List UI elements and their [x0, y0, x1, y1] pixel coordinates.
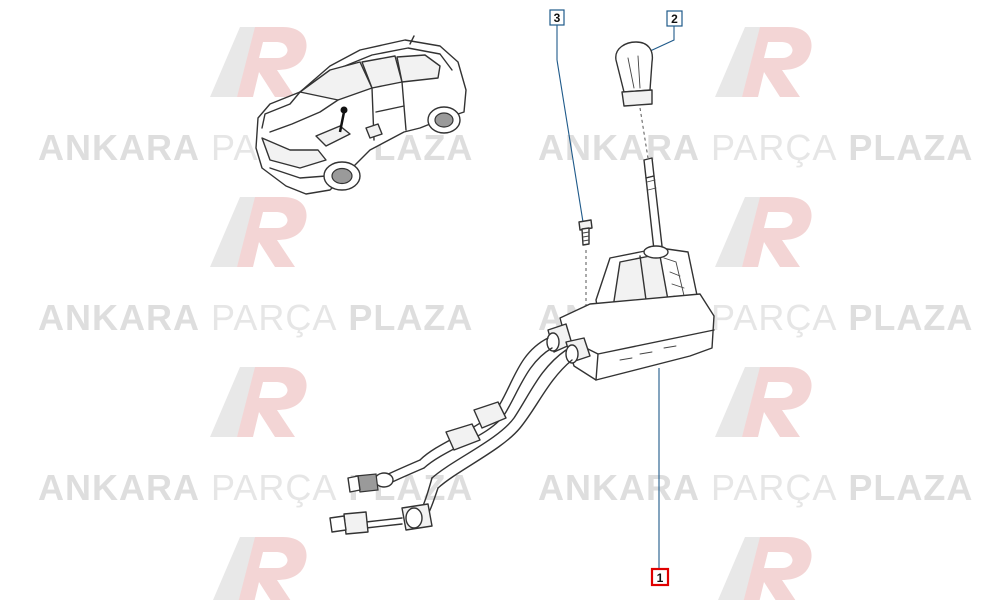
watermark-word: PLAZA — [837, 127, 973, 168]
watermark-word: PLAZA — [837, 297, 973, 338]
callout-2[interactable]: 2 — [647, 10, 683, 53]
watermark-brand-text: ANKARA PARÇA PLAZA — [538, 127, 973, 168]
knob-guide-line — [639, 107, 649, 159]
callout-2-label: 2 — [671, 12, 678, 26]
watermark-logo — [210, 197, 307, 267]
watermark-logo — [715, 27, 812, 97]
watermark-logo — [715, 367, 812, 437]
watermark-logos — [210, 27, 812, 600]
callout-1[interactable]: 1 — [650, 368, 670, 587]
watermark-word: PARÇA — [700, 467, 837, 508]
watermark-word: ANKARA — [538, 467, 700, 508]
watermark-word: PARÇA — [200, 467, 337, 508]
watermark-logo — [715, 197, 812, 267]
watermark-logo — [213, 537, 307, 600]
watermark-word: ANKARA — [538, 127, 700, 168]
watermark-word: PARÇA — [700, 127, 837, 168]
watermark-word: PLAZA — [337, 297, 473, 338]
watermark-logo — [210, 27, 307, 97]
watermark-word: PARÇA — [700, 297, 837, 338]
bolt-icon — [578, 219, 593, 246]
vehicle-icon — [255, 35, 467, 195]
shift-cable-icon — [329, 337, 573, 535]
watermark-word: ANKARA — [38, 297, 200, 338]
watermark-logo — [210, 367, 307, 437]
gear-knob-icon — [615, 41, 654, 107]
watermark-word: PARÇA — [200, 297, 337, 338]
watermark-brand-text: ANKARA PARÇA PLAZA — [38, 297, 473, 338]
callout-3[interactable]: 3 — [549, 9, 584, 223]
callout-3-label: 3 — [554, 11, 561, 25]
watermark-word: ANKARA — [38, 127, 200, 168]
watermark-logo — [718, 537, 812, 600]
callout-1-label: 1 — [657, 571, 664, 585]
watermark-brand-text: ANKARA PARÇA PLAZA — [538, 467, 973, 508]
watermark-word: ANKARA — [38, 467, 200, 508]
watermark-brand-text: ANKARA PARÇA PLAZA — [38, 467, 473, 508]
watermark-word: PLAZA — [837, 467, 973, 508]
gear-shifter-icon — [546, 157, 715, 381]
